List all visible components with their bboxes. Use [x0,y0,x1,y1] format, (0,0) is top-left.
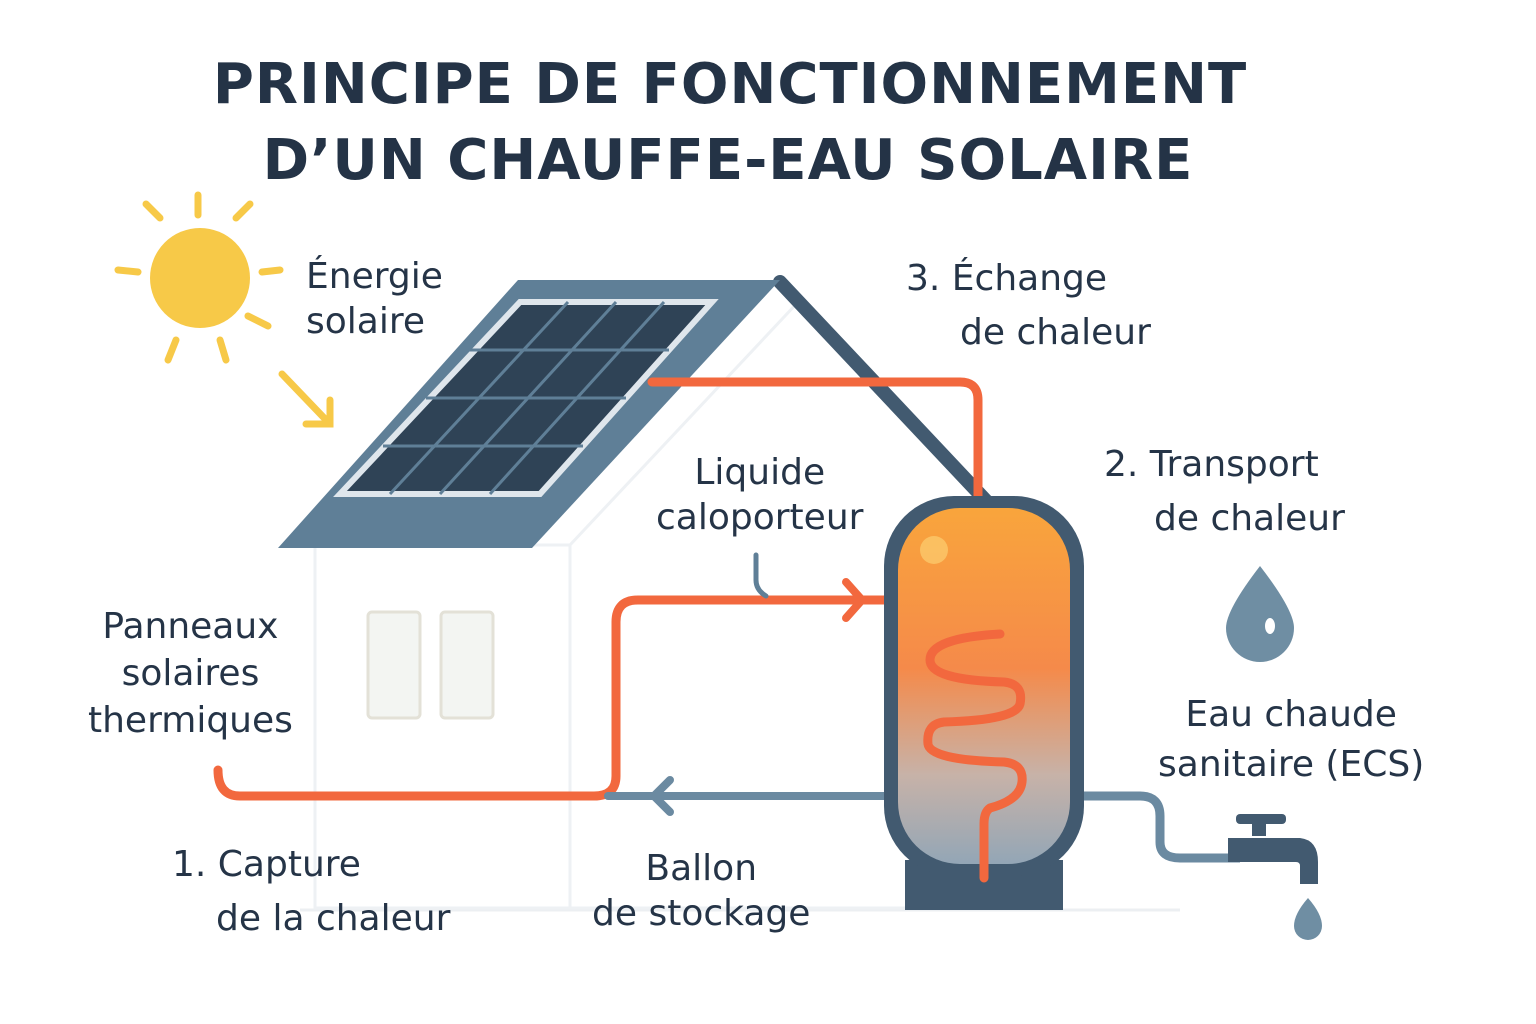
label-line: Liquide [694,452,826,493]
label-heat-transfer-fluid: Liquide caloporteur [656,450,863,540]
label-line: 1. Capture [172,844,361,885]
label-line: de chaleur [1154,498,1345,539]
label-line: caloporteur [656,497,864,538]
sun-icon [114,191,284,364]
solar-panel [333,299,719,497]
label-heat-transport: 2. Transport de chaleur [1104,438,1345,546]
label-line: de chaleur [960,312,1151,353]
label-line: 2. Transport [1104,444,1319,485]
label-heat-capture: 1. Capture de la chaleur [172,838,450,946]
label-domestic-hot-water: Eau chaude sanitaire (ECS) [1158,690,1424,791]
label-line: thermiques [88,699,293,741]
flow-arrow-left [650,776,674,816]
label-line: Ballon [645,848,758,889]
label-solar-energy: Énergie solaire [306,254,443,344]
label-line: solaire [306,301,426,342]
roof-ridge-line [773,275,997,512]
label-line: Énergie [306,256,443,297]
faucet-handle [1236,814,1286,824]
solar-panel-grid [383,300,669,496]
hot-water-pipe [1084,791,1240,863]
label-heat-exchange: 3. Échange de chaleur [906,252,1151,360]
window-pane-right [439,610,495,720]
tank-highlight [920,536,948,564]
tank-body [898,508,1070,864]
label-line: Panneaux [102,606,279,647]
flow-arrow-right [842,578,866,622]
water-drip [1294,898,1322,940]
hot-pipe-top [647,377,983,501]
page-title-line-2: D’UN CHAUFFE-EAU SOLAIRE [262,128,1194,193]
label-line: sanitaire (ECS) [1158,744,1425,786]
label-line: Eau chaude [1185,694,1397,735]
label-line: 3. Échange [906,258,1108,299]
faucet-icon [1228,814,1318,884]
label-line: de la chaleur [216,898,451,939]
label-line: de stockage [592,893,811,934]
label-line: solaires [121,652,260,694]
water-drop-icon [1226,566,1294,662]
window [366,610,495,720]
heat-exchanger-coil [923,629,1027,883]
label-solar-panels: Panneaux solaires thermiques [88,604,293,744]
window-pane-left [366,610,422,720]
label-storage-tank: Ballon de stockage [592,846,810,936]
faucet-spout [1228,838,1318,884]
fluid-connector [753,552,769,599]
page-title-line-1: PRINCIPE DE FONCTIONNEMENT [212,52,1248,117]
arrow-down-right-icon [278,370,334,428]
storage-tank [884,496,1084,910]
